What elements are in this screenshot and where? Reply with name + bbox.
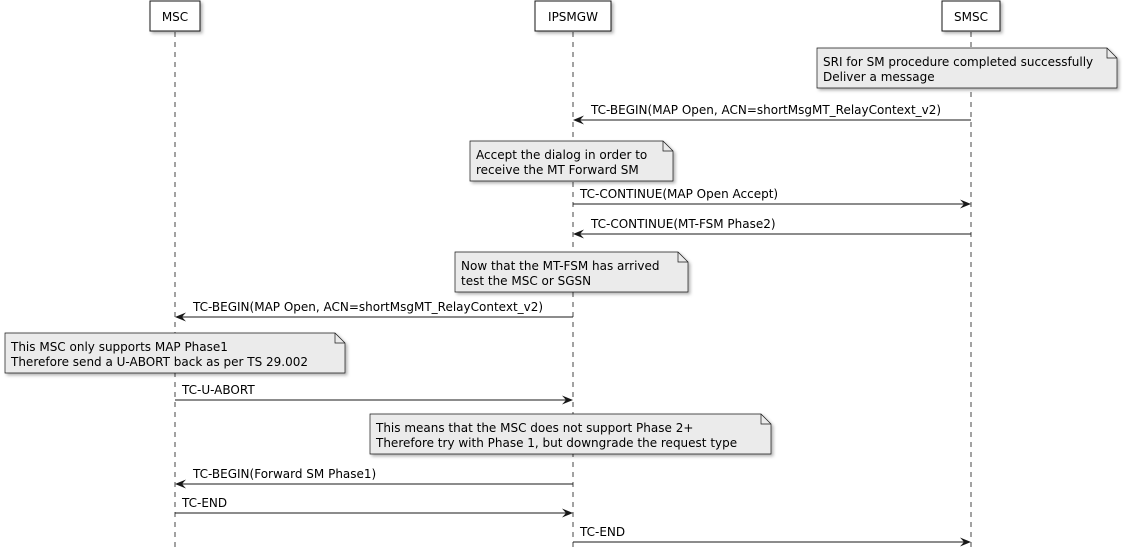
participants: MSC IPSMGW SMSC: [149, 0, 1001, 32]
note-fold: [1106, 48, 1117, 59]
note-text: Deliver a message: [823, 70, 935, 84]
note: This MSC only supports MAP Phase1Therefo…: [4, 332, 346, 374]
message-arrow: TC-BEGIN(Forward SM Phase1): [175, 467, 573, 489]
message-arrow: TC-CONTINUE(MT-FSM Phase2): [573, 217, 971, 239]
message-arrow: TC-END: [573, 525, 971, 547]
message-label: TC-CONTINUE(MT-FSM Phase2): [590, 217, 776, 231]
message-arrow: TC-BEGIN(MAP Open, ACN=shortMsgMT_RelayC…: [175, 300, 573, 322]
message-label: TC-U-ABORT: [181, 383, 255, 397]
note-box: [369, 413, 772, 455]
message-label: TC-CONTINUE(MAP Open Accept): [579, 187, 778, 201]
note-text: This MSC only supports MAP Phase1: [10, 340, 228, 354]
note-text: Accept the dialog in order to: [476, 148, 647, 162]
participant-msc: MSC: [149, 0, 201, 32]
message-label: TC-END: [181, 496, 227, 510]
note: SRI for SM procedure completed successfu…: [816, 47, 1118, 89]
participant-label: MSC: [162, 10, 188, 24]
arrowhead-icon: [175, 312, 186, 322]
note-box: [469, 140, 674, 182]
note-text: test the MSC or SGSN: [461, 274, 591, 288]
note-box: [816, 47, 1118, 89]
message-label: TC-BEGIN(Forward SM Phase1): [192, 467, 376, 481]
participant-box: [149, 0, 201, 32]
note: This means that the MSC does not support…: [369, 413, 772, 455]
participant-label: IPSMGW: [548, 10, 598, 24]
note-fold: [677, 252, 688, 263]
arrowhead-icon: [175, 479, 186, 489]
message-label: TC-BEGIN(MAP Open, ACN=shortMsgMT_RelayC…: [590, 103, 941, 117]
participant-box: [941, 0, 1001, 32]
note-text: Therefore try with Phase 1, but downgrad…: [375, 436, 737, 450]
message-label: TC-BEGIN(MAP Open, ACN=shortMsgMT_RelayC…: [192, 300, 543, 314]
message-arrow: TC-END: [175, 496, 573, 518]
note-text: This means that the MSC does not support…: [375, 421, 693, 435]
note-fold: [334, 333, 345, 344]
message-arrow: TC-CONTINUE(MAP Open Accept): [573, 187, 971, 209]
arrowhead-icon: [573, 229, 584, 239]
participant-ipsmgw: IPSMGW: [534, 0, 612, 32]
message-label: TC-END: [579, 525, 625, 539]
message-arrow: TC-U-ABORT: [175, 383, 573, 405]
lifelines: [174, 32, 972, 550]
arrowhead-icon: [960, 199, 971, 209]
note-box: [454, 251, 689, 293]
arrowhead-icon: [562, 395, 573, 405]
arrowhead-icon: [562, 508, 573, 518]
participant-box: [534, 0, 612, 32]
note-text: receive the MT Forward SM: [476, 163, 639, 177]
message-arrow: TC-BEGIN(MAP Open, ACN=shortMsgMT_RelayC…: [573, 103, 971, 125]
participant-smsc: SMSC: [941, 0, 1001, 32]
arrowhead-icon: [960, 537, 971, 547]
note-text: Therefore send a U-ABORT back as per TS …: [10, 355, 308, 369]
sequence-events: SRI for SM procedure completed successfu…: [4, 47, 1118, 547]
note-text: Now that the MT-FSM has arrived: [461, 259, 660, 273]
note-box: [4, 332, 346, 374]
note-fold: [760, 414, 771, 425]
arrowhead-icon: [573, 115, 584, 125]
participant-label: SMSC: [954, 10, 988, 24]
note-fold: [662, 141, 673, 152]
note-text: SRI for SM procedure completed successfu…: [823, 55, 1093, 69]
